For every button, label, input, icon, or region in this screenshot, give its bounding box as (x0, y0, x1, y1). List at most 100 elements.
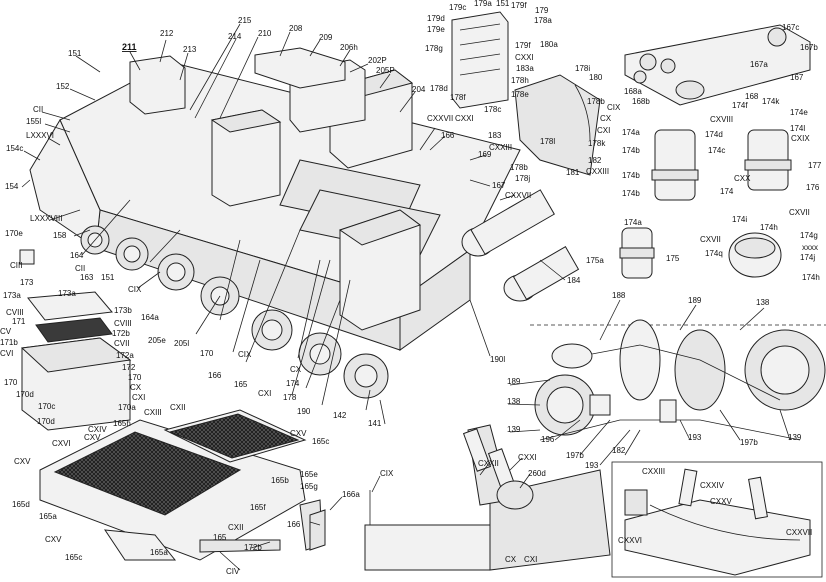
callout-166-c: 166 (287, 520, 301, 529)
callout-204: 204 (412, 85, 426, 94)
callout-158: 158 (53, 231, 67, 240)
callout-169: 169 (478, 150, 492, 159)
callout-178i: 178i (575, 64, 590, 73)
callout-210: 210 (258, 29, 272, 38)
callout-174: 174 (286, 379, 300, 388)
callout-CXXVII: CXXVII (427, 114, 453, 123)
callout-CVII: CVII (114, 339, 130, 348)
callout-CXVII-b: CXVII (700, 235, 721, 244)
callout-170c: 170c (38, 402, 55, 411)
callout-CXXIII-b: CXXIII (586, 167, 609, 176)
callout-165f: 165f (250, 503, 266, 512)
callout-190: 190 (297, 407, 311, 416)
callout-CXXV: CXXV (710, 497, 732, 506)
callout-164a: 164a (141, 313, 159, 322)
callout-164: 164 (70, 251, 84, 260)
callout-CXI-b: CXI (597, 126, 610, 135)
callout-174h-2: 174h (802, 273, 820, 282)
callout-174c: 174c (708, 146, 725, 155)
callout-205l: 205l (174, 339, 189, 348)
callout-179e: 179e (427, 25, 445, 34)
callout-178c: 178c (484, 105, 501, 114)
callout-CIX: CIX (128, 285, 142, 294)
callout-176: 176 (806, 183, 820, 192)
callout-CVIII-b: CVIII (114, 319, 132, 328)
callout-155l: 155l (26, 117, 41, 126)
mesh-panels (39, 409, 323, 561)
inset-exhaust-assembly (611, 461, 823, 578)
callout-189-b: 189 (507, 377, 521, 386)
callout-CXVIII: CXVIII (710, 115, 733, 124)
callout-178e: 178e (511, 90, 529, 99)
callout-CXVI: CXVI (52, 439, 71, 448)
engine-detail (530, 319, 826, 441)
callout-CIX-b: CIX (238, 350, 252, 359)
callout-189: 189 (688, 296, 702, 305)
radiator-assembly (451, 11, 601, 176)
callout-165a-b: 165a (150, 548, 168, 557)
callout-CXXVII-b: CXXVII (505, 191, 531, 200)
callout-151: 151 (68, 49, 82, 58)
callout-166a: 166a (342, 490, 360, 499)
callout-178d: 178d (430, 84, 448, 93)
callout-CXX: CXX (734, 174, 751, 183)
callout-165c: 165c (312, 437, 329, 446)
callout-179f-b: 179f (515, 41, 531, 50)
callout-165b: 165b (271, 476, 289, 485)
callout-151-b: 151 (101, 273, 115, 282)
callout-141: 141 (368, 419, 382, 428)
callout-213: 213 (183, 45, 197, 54)
callout-170-f: 170 (4, 378, 18, 387)
callout-CX: CX (290, 365, 302, 374)
callout-174a-2: 174a (624, 218, 642, 227)
callout-168a: 168a (624, 87, 642, 96)
callout-184: 184 (567, 276, 581, 285)
duct-assembly (364, 424, 611, 571)
callout-202P: 202P (368, 56, 387, 65)
callout-178g: 178g (425, 44, 443, 53)
callout-173a-b: 173a (58, 289, 76, 298)
callout-174b-2: 174b (622, 171, 640, 180)
callout-165h: 165h (113, 419, 131, 428)
callout-208: 208 (289, 24, 303, 33)
callout-CXXVII-c: CXXVII (786, 528, 812, 537)
callout-172: 172 (122, 363, 136, 372)
callout-212: 212 (160, 29, 174, 38)
callout-178c-b: 178b (587, 97, 605, 106)
callout-205e: 205e (148, 336, 166, 345)
callout-178l: 178l (540, 137, 555, 146)
callout-214: 214 (228, 32, 242, 41)
callout-174b: 174b (622, 146, 640, 155)
callout-CXIV: CXIV (88, 425, 107, 434)
callout-CXI-c: CXI (132, 393, 145, 402)
callout-178h: 178h (511, 76, 529, 85)
callout-167: 167 (492, 181, 506, 190)
callout-138: 138 (756, 298, 770, 307)
callout-190l: 190l (490, 355, 505, 364)
callout-174q: 174q (705, 249, 723, 258)
callout-178f: 178f (450, 93, 466, 102)
callout-167a: 167a (750, 60, 768, 69)
callout-165g: 165g (300, 482, 318, 491)
callout-139-b: 139 (788, 433, 802, 442)
callout-168: 168 (745, 92, 759, 101)
callout-165d: 165d (12, 500, 30, 509)
callout-CIII: CIII (10, 261, 22, 270)
callout-174-x: 174 (720, 187, 734, 196)
callout-CII-b: CII (75, 264, 85, 273)
callout-CXXVI: CXXVI (618, 536, 642, 545)
callout-180a: 180a (540, 40, 558, 49)
callout-175a: 175a (586, 256, 604, 265)
callout-170e: 170e (5, 229, 23, 238)
callout-174a: 174a (622, 128, 640, 137)
callout-178j: 178j (515, 174, 530, 183)
callout-174i: 174i (732, 215, 747, 224)
callout-193: 193 (585, 461, 599, 470)
callout-173a: 173a (3, 291, 21, 300)
callout-CX-d: CX (505, 555, 517, 564)
callout-196: 196 (541, 435, 555, 444)
callout-166-b: 166 (441, 131, 455, 140)
callout-174k: 174k (762, 97, 780, 106)
callout-LXXXVI: LXXXVI (26, 131, 54, 140)
